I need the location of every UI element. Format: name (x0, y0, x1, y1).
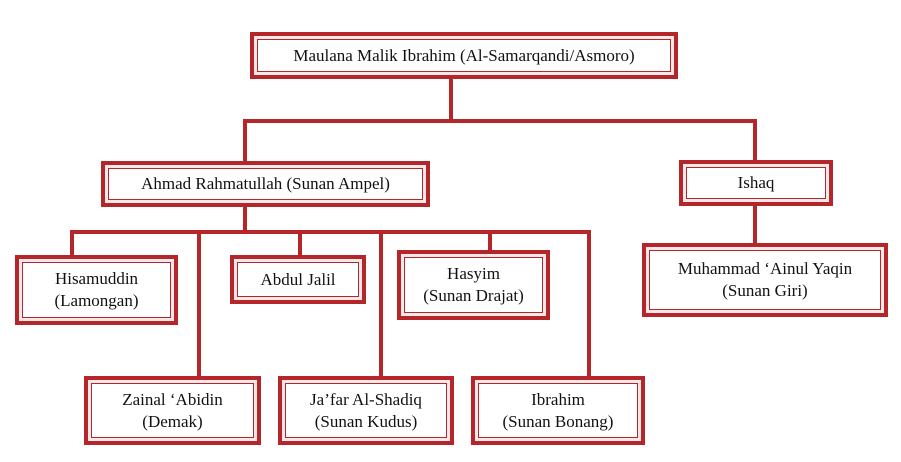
node-ahmad-rahmatullah-box: Ahmad Rahmatullah (Sunan Ampel) (108, 168, 423, 200)
node-jafar-al-shadiq-title: (Sunan Kudus) (314, 411, 418, 431)
node-muhammad-ainul-yaqin-title: (Sunan Giri) (722, 281, 808, 300)
node-hasyim-box: Hasyim (Sunan Drajat) (404, 257, 543, 313)
node-abdul-jalil: Abdul Jalil (230, 255, 366, 304)
node-jafar-al-shadiq-name: Ja’far Al-Shadiq (310, 389, 422, 409)
node-hisamuddin-box: Hisamuddin (Lamongan) (22, 262, 171, 318)
node-zainal-abidin-box: Zainal ‘Abidin (Demak) (91, 383, 254, 438)
node-ibrahim: Ibrahim (Sunan Bonang) (471, 376, 645, 445)
node-ahmad-rahmatullah-label: Ahmad Rahmatullah (Sunan Ampel) (141, 174, 390, 193)
node-ishaq-label: Ishaq (737, 173, 775, 192)
node-maulana-malik-ibrahim-box: Maulana Malik Ibrahim (Al-Samarqandi/Asm… (257, 39, 671, 72)
node-muhammad-ainul-yaqin-box: Muhammad ‘Ainul Yaqin (Sunan Giri) (649, 250, 881, 310)
node-maulana-malik-ibrahim-label: Maulana Malik Ibrahim (Al-Samarqandi/Asm… (293, 45, 635, 65)
node-ishaq: Ishaq (679, 160, 833, 206)
node-maulana-malik-ibrahim: Maulana Malik Ibrahim (Al-Samarqandi/Asm… (250, 32, 678, 79)
node-jafar-al-shadiq: Ja’far Al-Shadiq (Sunan Kudus) (278, 376, 454, 445)
node-zainal-abidin-region: (Demak) (142, 411, 203, 431)
node-hasyim-name: Hasyim (447, 264, 500, 283)
node-muhammad-ainul-yaqin: Muhammad ‘Ainul Yaqin (Sunan Giri) (642, 243, 888, 317)
node-ibrahim-box: Ibrahim (Sunan Bonang) (478, 383, 638, 438)
node-hisamuddin: Hisamuddin (Lamongan) (15, 255, 178, 325)
node-abdul-jalil-label: Abdul Jalil (260, 269, 336, 289)
node-jafar-al-shadiq-box: Ja’far Al-Shadiq (Sunan Kudus) (285, 383, 447, 438)
node-ibrahim-title: (Sunan Bonang) (502, 411, 614, 431)
node-muhammad-ainul-yaqin-name: Muhammad ‘Ainul Yaqin (677, 259, 853, 278)
node-ahmad-rahmatullah: Ahmad Rahmatullah (Sunan Ampel) (101, 161, 430, 207)
node-hasyim: Hasyim (Sunan Drajat) (397, 250, 550, 320)
node-zainal-abidin-name: Zainal ‘Abidin (122, 389, 223, 409)
node-ishaq-box: Ishaq (686, 167, 826, 199)
node-zainal-abidin: Zainal ‘Abidin (Demak) (84, 376, 261, 445)
node-ibrahim-name: Ibrahim (531, 389, 585, 409)
node-abdul-jalil-box: Abdul Jalil (237, 262, 359, 297)
node-hasyim-title: (Sunan Drajat) (423, 286, 524, 305)
node-hisamuddin-region: (Lamongan) (54, 291, 139, 310)
node-hisamuddin-name: Hisamuddin (54, 269, 139, 288)
